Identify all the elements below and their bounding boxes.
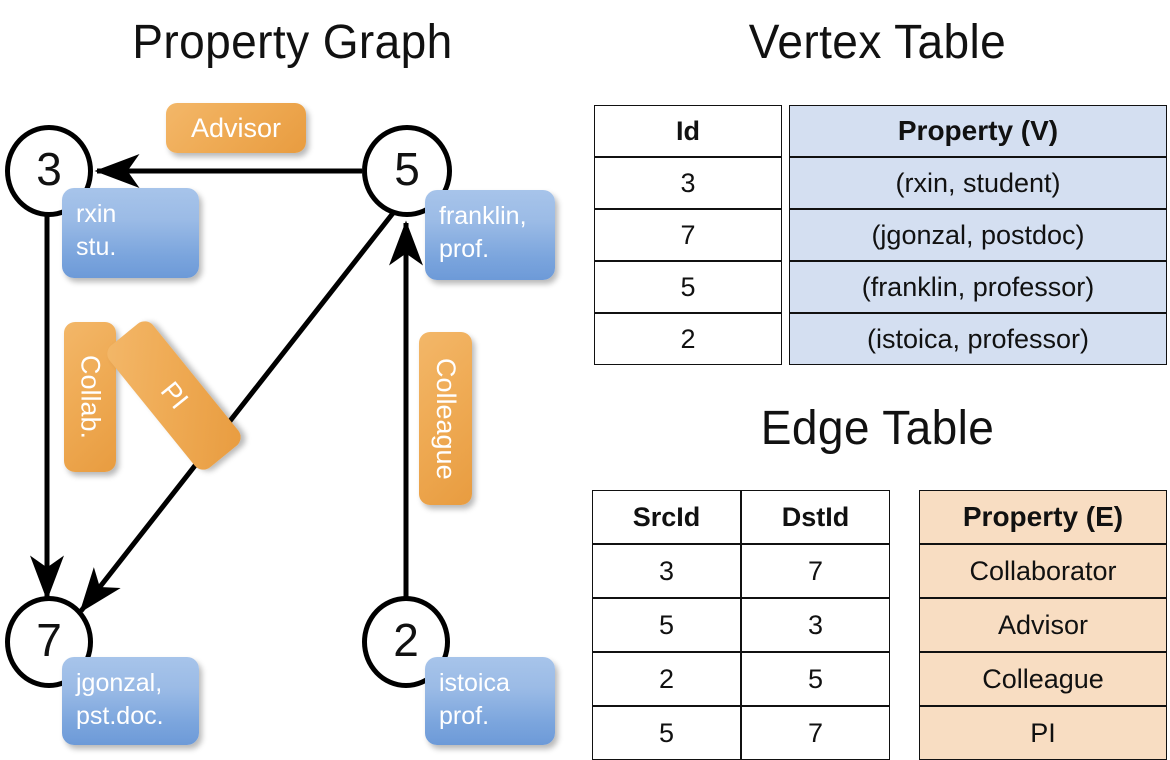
vertex-cell-id: 3 [594,157,782,209]
edge-label-advisor[interactable]: Advisor [166,103,306,153]
node-property-5-line1: franklin, [439,202,527,230]
table-row[interactable]: 5 3 [592,598,890,652]
table-row[interactable]: 5 7 [592,706,890,760]
edge-label-colleague-text: Colleague [431,357,461,480]
vertex-cell-property: (rxin, student) [789,157,1167,209]
edge-cell-property: Advisor [919,598,1167,652]
table-row[interactable]: 5 [594,261,782,313]
edge-cell-property: Colleague [919,652,1167,706]
node-property-5-line2: prof. [439,235,490,263]
table-row[interactable]: (istoica, professor) [789,313,1167,365]
vertex-table-id-column: Id 3 7 5 2 [594,105,782,365]
table-row[interactable]: (franklin, professor) [789,261,1167,313]
node-property-box-5[interactable]: franklin, prof. [425,190,555,280]
graph-node-3-label: 3 [36,143,62,195]
node-property-7-line2: pst.doc. [76,702,164,730]
vertex-cell-property: (istoica, professor) [789,313,1167,365]
page-title-vertex-table: Vertex Table [748,16,1007,69]
edge-label-advisor-text: Advisor [190,112,282,143]
node-property-3-line2: stu. [76,233,117,261]
edge-5-to-7 [79,206,399,613]
edge-label-pi-text: PI [154,375,195,415]
vertex-header-property: Property (V) [789,105,1167,157]
node-property-7-line1: jgonzal, [76,669,163,697]
property-graph-diagram: 3 5 7 2 rxin stu. franklin, prof. jgonza… [0,80,585,760]
edge-cell-dst: 7 [741,706,890,760]
vertex-cell-id: 7 [594,209,782,261]
node-property-box-3[interactable]: rxin stu. [62,188,199,278]
page-title-edge-table: Edge Table [760,402,995,455]
edge-cell-src: 3 [592,544,741,598]
table-header-row: Property (V) [789,105,1167,157]
edge-cell-src: 2 [592,652,741,706]
table-row[interactable]: 2 5 [592,652,890,706]
graph-node-5-label: 5 [394,143,420,195]
edge-label-colleague[interactable]: Colleague [419,332,472,505]
node-property-2-line2: prof. [439,702,490,730]
edge-cell-property: PI [919,706,1167,760]
graph-node-7-label: 7 [36,614,62,666]
vertex-table-property-column: Property (V) (rxin, student) (jgonzal, p… [789,105,1167,365]
table-row[interactable]: 3 [594,157,782,209]
table-row[interactable]: 7 [594,209,782,261]
edge-table-src-dst-columns: SrcId DstId 3 7 5 3 2 5 5 7 [592,490,890,760]
graph-node-2-label: 2 [393,614,419,666]
node-property-3-line1: rxin [76,200,117,228]
page-title-property-graph: Property Graph [132,16,453,69]
node-property-2-line1: istoica [439,669,510,697]
edge-header-srcid: SrcId [592,490,741,544]
table-header-row: Property (E) [919,490,1167,544]
edge-cell-property: Collaborator [919,544,1167,598]
edge-label-collab-text: Collab. [75,354,106,440]
table-row[interactable]: 3 7 [592,544,890,598]
edge-header-property: Property (E) [919,490,1167,544]
table-row[interactable]: Collaborator [919,544,1167,598]
table-row[interactable]: (rxin, student) [789,157,1167,209]
edge-cell-src: 5 [592,706,741,760]
edge-cell-src: 5 [592,598,741,652]
vertex-cell-id: 5 [594,261,782,313]
table-row[interactable]: (jgonzal, postdoc) [789,209,1167,261]
edge-cell-dst: 7 [741,544,890,598]
vertex-cell-id: 2 [594,313,782,365]
graph-node-3[interactable]: 3 [5,125,93,217]
vertex-header-id: Id [594,105,782,157]
table-row[interactable]: 2 [594,313,782,365]
edge-cell-dst: 3 [741,598,890,652]
node-property-box-7[interactable]: jgonzal, pst.doc. [62,657,199,745]
graph-node-5[interactable]: 5 [362,125,452,217]
table-row[interactable]: Advisor [919,598,1167,652]
table-row[interactable]: PI [919,706,1167,760]
vertex-cell-property: (jgonzal, postdoc) [789,209,1167,261]
table-header-row: Id [594,105,782,157]
edge-table-property-column: Property (E) Collaborator Advisor Collea… [919,490,1167,760]
node-property-box-2[interactable]: istoica prof. [425,657,555,745]
edge-cell-dst: 5 [741,652,890,706]
edge-label-collab[interactable]: Collab. [64,322,116,472]
graph-edges-layer [30,154,423,640]
edge-header-dstid: DstId [741,490,890,544]
vertex-cell-property: (franklin, professor) [789,261,1167,313]
table-header-row: SrcId DstId [592,490,890,544]
table-row[interactable]: Colleague [919,652,1167,706]
